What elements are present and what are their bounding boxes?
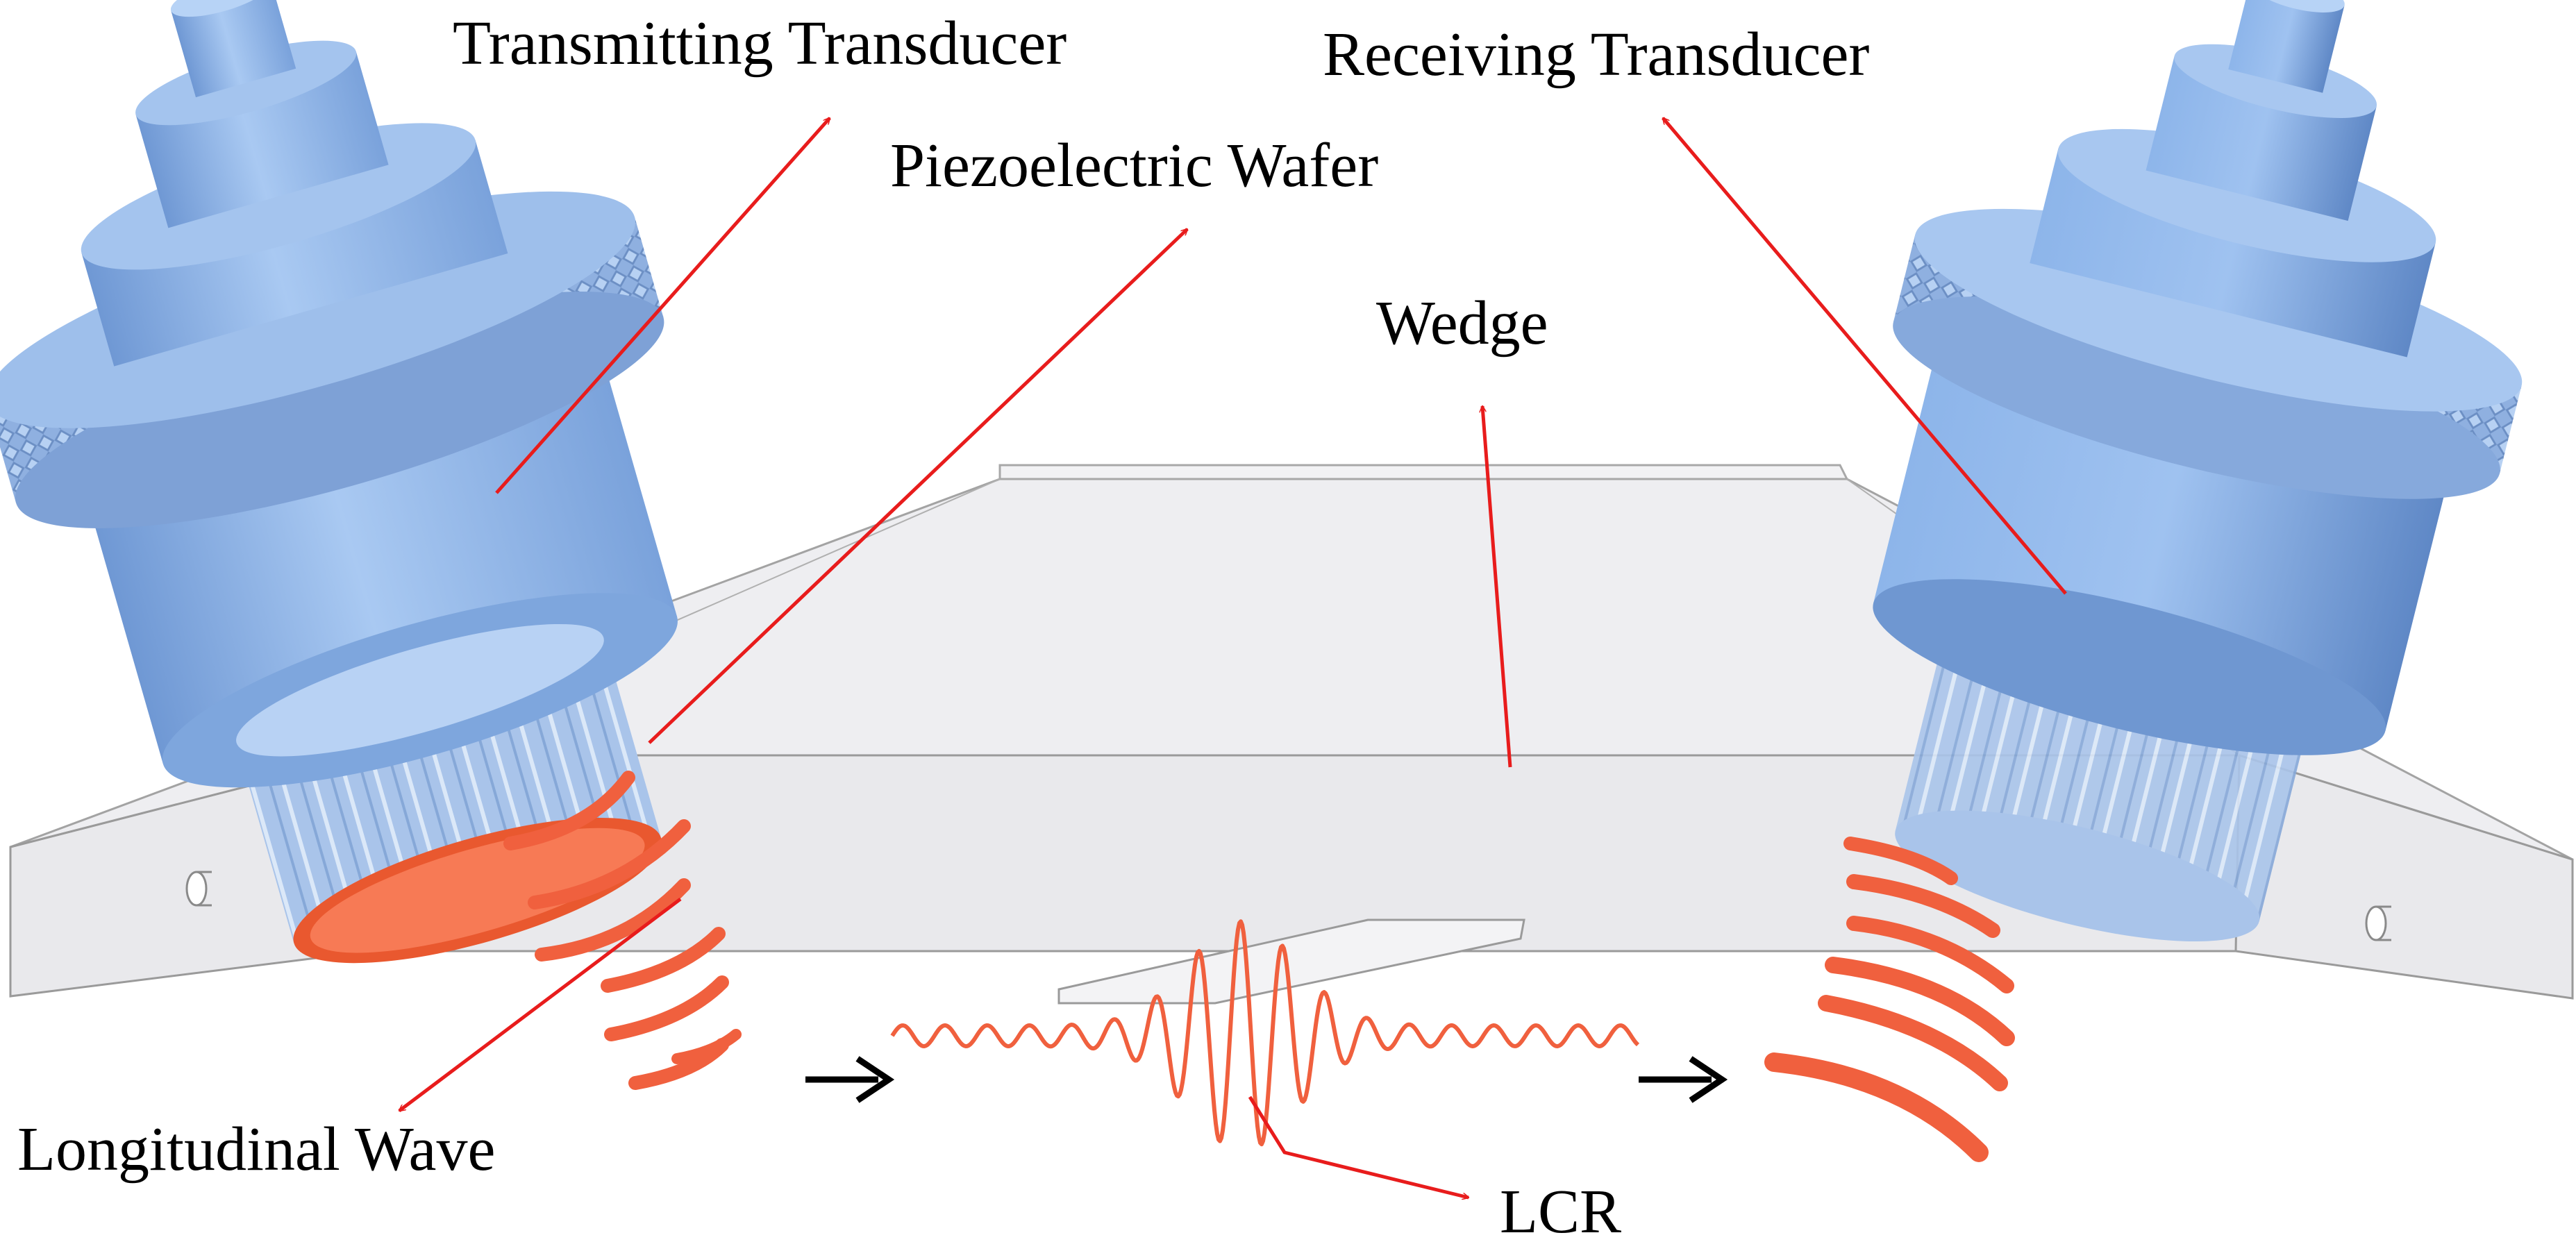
- arrow-piezoelectric-wafer: [648, 229, 1187, 744]
- label-lcr: LCR: [1500, 1177, 1621, 1242]
- arrow-lcr: [1248, 1096, 1469, 1198]
- label-piezoelectric-wafer: Piezoelectric Wafer: [890, 131, 1378, 200]
- label-wedge: Wedge: [1376, 289, 1548, 358]
- longitudinal-wave-fronts-left: [503, 771, 742, 1090]
- wedge-hole-left: [185, 871, 208, 907]
- label-longitudinal-wave: Longitudinal Wave: [17, 1115, 495, 1184]
- transmitting-transducer: [0, 0, 678, 964]
- arrow-receiving-transducer: [1662, 118, 2067, 595]
- longitudinal-wave-fronts-right: [1764, 837, 2015, 1162]
- receiving-transducer: [1873, 0, 2523, 942]
- propagation-arrow-left: [805, 1056, 895, 1103]
- label-receiving-transducer: Receiving Transducer: [1323, 20, 1869, 89]
- wedge-hole-right: [2365, 905, 2387, 941]
- propagation-arrow-right: [1639, 1056, 1728, 1103]
- arrow-transmitting-transducer: [495, 118, 831, 494]
- arrow-longitudinal-wave: [399, 898, 682, 1112]
- arrow-wedge: [1482, 406, 1512, 768]
- lcr-waveform: [890, 919, 1640, 1147]
- label-transmitting-transducer: Transmitting Transducer: [453, 9, 1067, 78]
